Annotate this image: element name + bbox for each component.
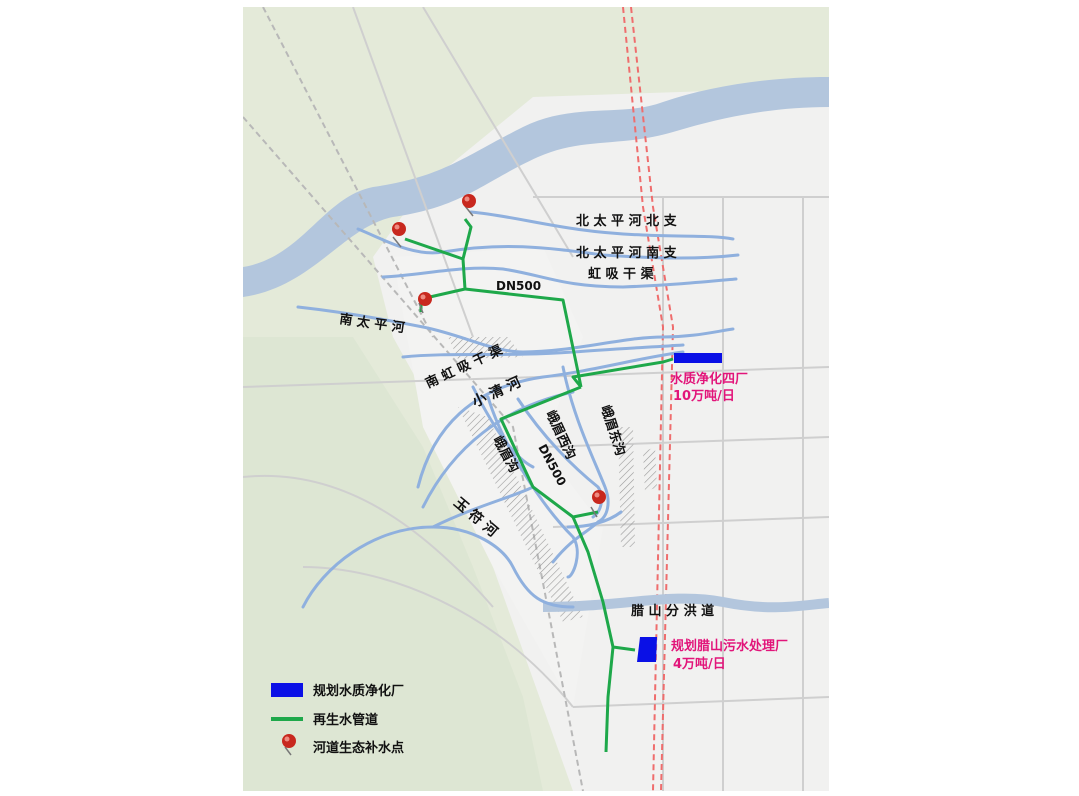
recycled-water-pipelines	[404, 218, 674, 753]
plant-4-marker[interactable]	[674, 353, 722, 363]
pipeline-nw	[404, 218, 473, 261]
south-taiping-river	[296, 305, 735, 354]
supply-point-4[interactable]	[590, 490, 606, 518]
yufu-river-link	[431, 485, 535, 529]
legend: 规划水质净化厂 再生水管道 河道生态补水点	[271, 683, 404, 756]
pipeline-dn500-north	[464, 287, 583, 388]
supply-point-2[interactable]	[462, 194, 476, 217]
label-hongxi-canal: 虹 吸 干 渠	[588, 266, 655, 282]
label-lashan-flood: 腊 山 分 洪 道	[631, 603, 714, 619]
pipeline-south-end	[604, 646, 615, 753]
emei-west-gou	[516, 397, 604, 519]
north-taiping-north-branch	[469, 210, 735, 241]
rail-yard-east	[618, 427, 635, 547]
legend-plant-swatch	[271, 683, 303, 697]
plant4-name: 水质净化四厂	[670, 371, 748, 387]
yufu-river	[301, 525, 575, 609]
emei-east-gou	[561, 365, 610, 524]
map-canvas: 北 太 平 河 北 支 北 太 平 河 南 支 虹 吸 干 渠 DN500 南 …	[243, 7, 829, 791]
rail-yard-east2	[643, 447, 657, 492]
legend-pipeline-label: 再生水管道	[313, 712, 378, 728]
lashan-plant-capacity: 4万吨/日	[673, 656, 726, 672]
label-dn500-north: DN500	[496, 279, 541, 293]
map[interactable]: 北 太 平 河 北 支 北 太 平 河 南 支 虹 吸 干 渠 DN500 南 …	[243, 7, 829, 791]
legend-pin-icon	[282, 734, 296, 756]
supply-point-3[interactable]	[418, 292, 432, 314]
yellow-river	[243, 77, 829, 297]
railways-grey	[243, 7, 584, 791]
rail-yard-south	[458, 407, 583, 622]
supply-point-1[interactable]	[392, 222, 406, 248]
emei-gou	[486, 395, 579, 579]
high-speed-rail	[622, 7, 675, 791]
legend-plant-label: 规划水质净化厂	[313, 683, 404, 699]
label-north-taiping-south: 北 太 平 河 南 支	[576, 245, 678, 261]
north-taiping-south-branch	[356, 227, 740, 260]
green-area	[243, 337, 543, 791]
south-hongxi-canal	[401, 343, 685, 359]
emei-east-lower	[551, 520, 600, 564]
lashan-plant-name: 规划腊山污水处理厂	[671, 638, 788, 654]
xiaoqing-river	[416, 350, 685, 489]
pipeline-south-taiping	[419, 258, 467, 312]
roads	[243, 7, 829, 791]
lashan-plant-marker[interactable]	[637, 637, 657, 662]
legend-supply-point-label: 河道生态补水点	[313, 740, 404, 756]
plant4-capacity: 10万吨/日	[673, 388, 735, 404]
pipeline-to-plant4	[571, 357, 674, 388]
pipeline-dn500-south	[499, 385, 599, 519]
label-north-taiping-north: 北 太 平 河 北 支	[576, 213, 678, 229]
rivers	[296, 210, 740, 609]
hongxi-canal	[381, 266, 738, 289]
pipeline-to-lashan	[571, 516, 636, 652]
